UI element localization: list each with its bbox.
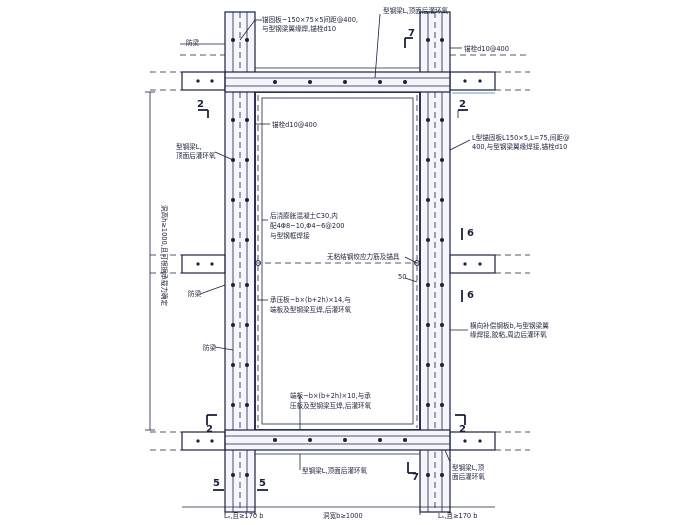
wall-beams [150, 54, 530, 451]
concrete-label-2: 配4Φ8~10,Φ4~6@200 [270, 222, 344, 230]
right-column-label: 横向补偿钢板b,与型钢梁翼 [470, 321, 549, 330]
dim-50-label: 50 [398, 273, 406, 281]
section-7-top: 7 [408, 28, 415, 39]
section-2-bottom-right: 2 [459, 424, 466, 435]
tendon-anchor-left [255, 260, 261, 266]
wall-beam-mid-label: 防梁 [188, 289, 202, 298]
anchor-bolt-top-right-label: 锚栓d10@400 [464, 44, 509, 53]
anchor-plate-top-label: 锚固板~150×75×5间距@400, [262, 15, 358, 24]
wall-beam-top-label: 防梁 [186, 38, 200, 47]
angle-plate-right-label: L型锚固板L150×5,L=75,间距@ [472, 133, 570, 142]
prestress-label: 无粘结钢绞应力筋及锚具 [327, 252, 400, 261]
section-2-top-right: 2 [459, 99, 466, 110]
section-7-bottom: 7 [412, 472, 419, 483]
steel-beam-left-label-2: 顶面后灌环氧 [176, 151, 216, 160]
bottom-beam-label: 型钢梁L,顶面后灌环氧 [302, 466, 368, 475]
leader-lines [180, 13, 471, 470]
annotations: 锚固板~150×75×5间距@400, 与型钢梁翼缘焊,锚栓d10 型钢梁L,顶… [176, 6, 570, 481]
steel-beam-left-label: 型钢梁L, [176, 142, 202, 151]
angle-plate-right-label-2: 400,与型钢梁翼缘焊接,锚栓d10 [472, 142, 567, 151]
concrete-label: 后浇膨胀混凝土C30,内 [270, 211, 338, 220]
section-5-left: 5 [213, 478, 220, 489]
section-marks: 2 2 2 2 6 6 7 7 5 5 [197, 28, 474, 491]
anchor-bolts [196, 38, 482, 477]
section-2-top-left: 2 [197, 99, 204, 110]
section-5-right: 5 [259, 478, 266, 489]
dim-left-label: Lₙ,且≥170 b [224, 512, 263, 520]
anchor-plate-top-label-2: 与型钢梁翼缘焊,锚栓d10 [262, 24, 336, 33]
tendon-anchor-right [414, 260, 420, 266]
bottom-dimensions: Lₙ,且≥170 b 洞宽b≥1000 Lₙ,且≥170 b [182, 500, 495, 520]
anchor-bolt-left-label: 锚栓d10@400 [272, 120, 317, 129]
right-column-label-2: 缘焊接,胶粘,周边后灌环氧 [470, 330, 547, 339]
bearing-plate-label: 承压板~b×(b+2h)×14,与 [270, 295, 351, 304]
top-beam-label: 型钢梁L,顶面后灌环氧 [383, 6, 449, 15]
dim-opening-width: 洞宽b≥1000 [323, 511, 363, 520]
bottom-right-beam-label: 型钢梁L,顶 [452, 463, 485, 472]
section-6-bottom: 6 [467, 290, 474, 301]
height-dimension: 洞高h≥1000,且可根据承载力确定 [145, 91, 169, 431]
end-plate-label: 端板~b×(b+2h)×10,与承 [290, 391, 371, 400]
wall-beam-low-label: 防梁 [203, 343, 217, 352]
opening-frame [254, 91, 421, 431]
section-6-top: 6 [467, 228, 474, 239]
concrete-label-3: 与型钢框焊接 [270, 231, 310, 240]
bearing-plate-label-2: 端板及型钢梁互焊,后灌环氧 [270, 305, 352, 314]
left-column [224, 11, 256, 513]
bottom-steel-beam [224, 429, 451, 455]
dim-right-label: Lₙ,且≥170 b [438, 512, 477, 520]
end-plate-label-2: 压板及型钢梁互焊,后灌环氧 [290, 401, 372, 410]
bottom-right-beam-label-2: 面后灌环氧 [452, 472, 485, 481]
opening-height-label: 洞高h≥1000,且可根据承载力确定 [160, 205, 169, 307]
top-steel-beam [224, 67, 451, 93]
section-2-bottom-left: 2 [206, 424, 213, 435]
